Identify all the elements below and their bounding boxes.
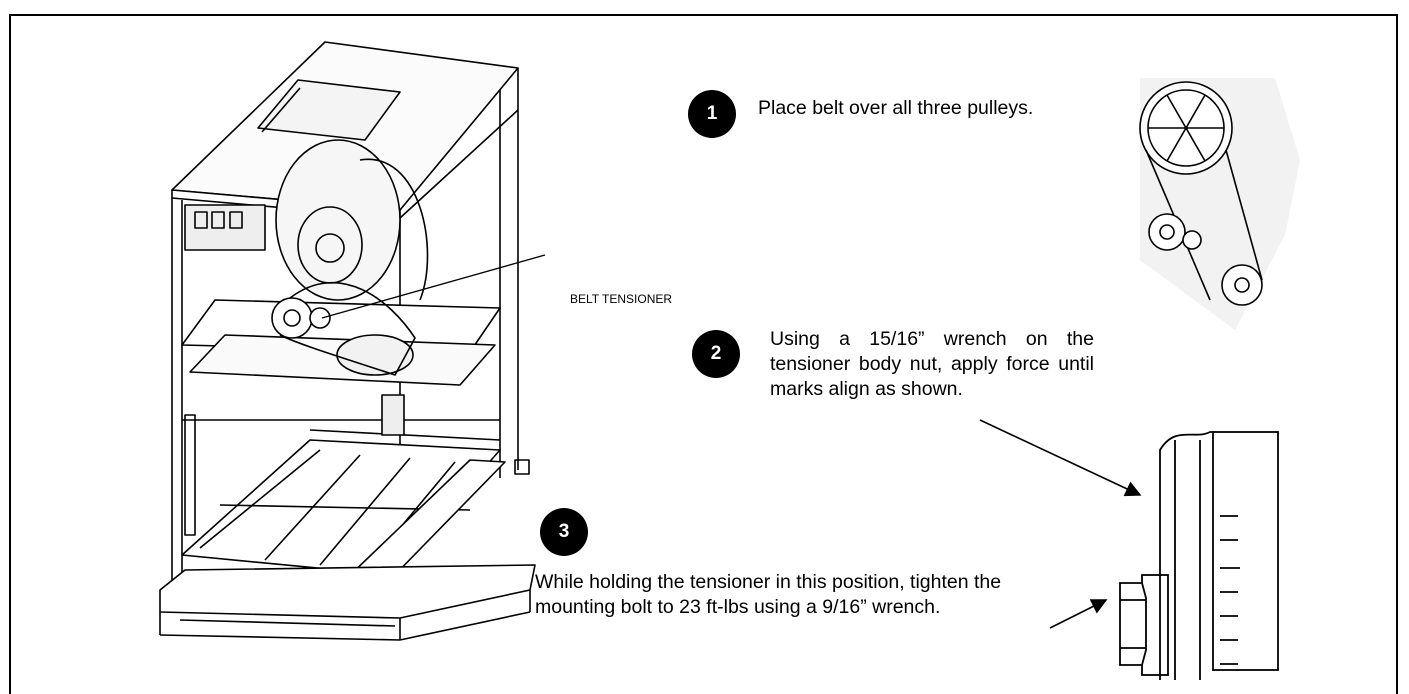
step-3-text: While holding the tensioner in this posi… bbox=[535, 571, 1002, 618]
diagram-frame bbox=[9, 14, 1398, 694]
step-2-text: Using a 15/16” wrench on the tensioner b… bbox=[770, 328, 1094, 400]
step-1-text: Place belt over all three pulleys. bbox=[758, 97, 1034, 119]
belt-tensioner-leader bbox=[321, 254, 546, 319]
step-2-arrow bbox=[979, 419, 1142, 497]
blower-cabinet-illustration bbox=[159, 41, 536, 641]
step-2-badge: 2 bbox=[692, 330, 740, 378]
pulley-detail-illustration bbox=[1139, 78, 1300, 330]
step-3-arrow bbox=[1049, 599, 1108, 629]
tensioner-detail-illustration bbox=[1119, 431, 1279, 680]
belt-tensioner-label: BELT TENSIONER bbox=[570, 292, 673, 306]
step-3-badge: 3 bbox=[540, 508, 588, 556]
step-1-badge: 1 bbox=[688, 90, 736, 138]
